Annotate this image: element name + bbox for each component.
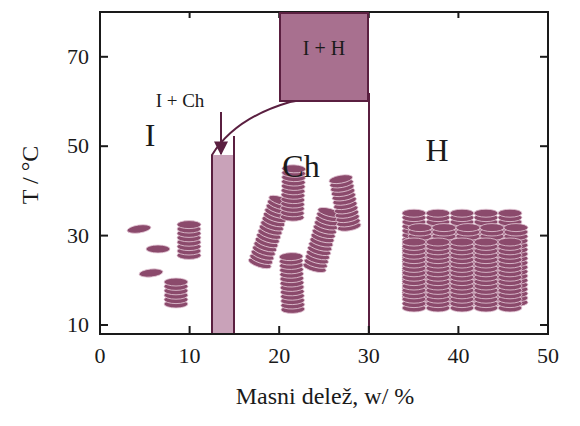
axis-tick-label: 70 bbox=[67, 46, 89, 68]
axis-tick-label: 10 bbox=[179, 345, 201, 367]
tick bbox=[189, 12, 191, 18]
disc-stack bbox=[474, 209, 498, 301]
region-label: I + H bbox=[303, 38, 345, 58]
tick bbox=[547, 12, 549, 18]
axis-tick-label: 50 bbox=[537, 345, 559, 367]
disc-stack bbox=[127, 223, 152, 234]
disc-stack bbox=[426, 209, 450, 301]
tick bbox=[100, 324, 108, 326]
tick bbox=[189, 326, 191, 334]
disc-stack bbox=[279, 252, 305, 314]
axis-tick-label: 50 bbox=[67, 135, 89, 157]
axis-tick-label: 30 bbox=[67, 225, 89, 247]
disc-stack bbox=[474, 238, 498, 312]
axis-title: T / °C bbox=[18, 146, 42, 205]
disc-stack bbox=[164, 278, 188, 308]
axis-title: Masni delež, w/ % bbox=[236, 384, 415, 408]
disc-stack bbox=[146, 245, 170, 253]
disc-stack bbox=[498, 238, 522, 312]
tick bbox=[278, 326, 280, 334]
axis-tick-label: 10 bbox=[67, 314, 89, 336]
tick bbox=[457, 12, 459, 18]
axis-tick-label: 0 bbox=[95, 345, 106, 367]
tick bbox=[547, 326, 549, 334]
region-label: Ch bbox=[282, 150, 319, 182]
region-label: H bbox=[425, 134, 448, 166]
disc-stack bbox=[139, 268, 164, 278]
disc-stack bbox=[426, 238, 450, 312]
axis-tick-label: 30 bbox=[358, 345, 380, 367]
disc-stack bbox=[328, 173, 361, 233]
plot-frame bbox=[100, 12, 548, 334]
disc-stack bbox=[498, 209, 522, 301]
tick bbox=[540, 145, 548, 147]
tick bbox=[368, 326, 370, 334]
tick bbox=[99, 12, 101, 18]
region-label: I bbox=[145, 119, 156, 151]
axis-tick-label: 40 bbox=[447, 345, 469, 367]
disc-stack bbox=[402, 209, 426, 301]
two-phase-band bbox=[212, 155, 234, 334]
tick bbox=[457, 326, 459, 334]
axis-ticks bbox=[100, 12, 548, 334]
disc-stack bbox=[177, 221, 201, 260]
axis-tick-label: 20 bbox=[268, 345, 290, 367]
disc-illustration bbox=[127, 164, 528, 313]
tick bbox=[540, 324, 548, 326]
tick bbox=[100, 56, 108, 58]
phase-region-box: I + H bbox=[279, 12, 369, 102]
tick bbox=[540, 235, 548, 237]
pointer-arrow bbox=[220, 112, 222, 154]
tick bbox=[99, 326, 101, 334]
disc-stack bbox=[402, 238, 426, 312]
phase-boundaries bbox=[212, 93, 369, 334]
disc-stack bbox=[450, 238, 474, 312]
region-label: I + Ch bbox=[154, 91, 207, 110]
disc-stack bbox=[450, 209, 474, 301]
tick bbox=[540, 56, 548, 58]
tick bbox=[100, 235, 108, 237]
tick bbox=[100, 145, 108, 147]
